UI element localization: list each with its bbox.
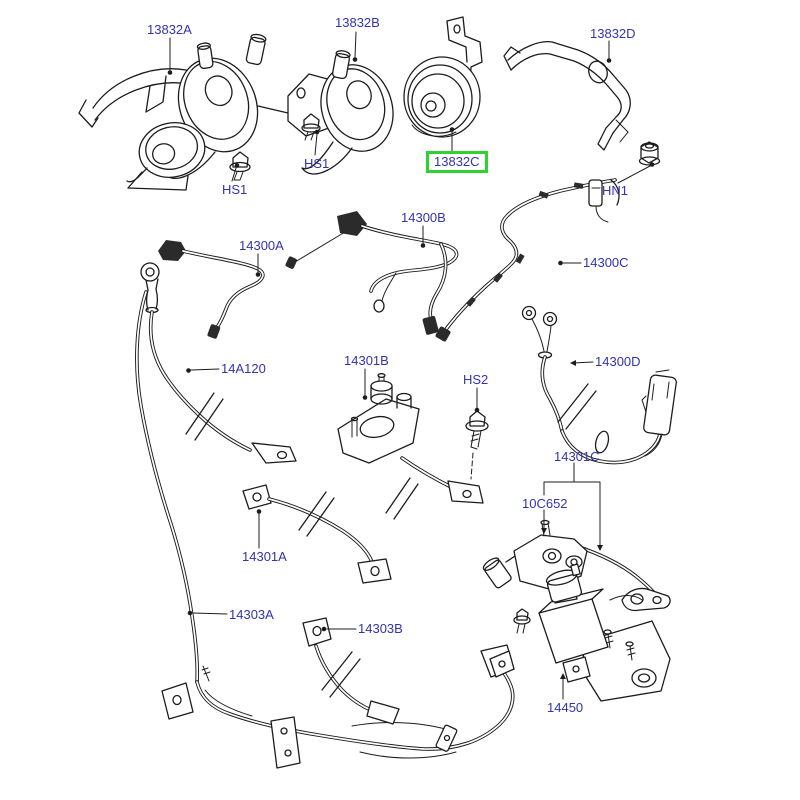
drawing-solenoid-14450 (489, 563, 671, 702)
part-label-10c652[interactable]: 10C652 (522, 496, 568, 511)
part-label-14300b[interactable]: 14300B (401, 210, 446, 225)
part-label-13832a[interactable]: 13832A (147, 22, 192, 37)
drawing-nut-hn1 (638, 141, 661, 166)
part-label-13832c-highlighted[interactable]: 13832C (426, 151, 488, 173)
part-label-14303a[interactable]: 14303A (229, 607, 274, 622)
drawing-bolt-hs1-left (229, 151, 251, 181)
drawing-harness-14300a (158, 240, 265, 339)
drawing-terminal-14301b (337, 373, 484, 520)
part-label-14300a[interactable]: 14300A (239, 238, 284, 253)
drawing-harness-14300c (435, 178, 620, 342)
part-label-14450[interactable]: 14450 (547, 700, 584, 715)
drawing-horn-13832a (78, 33, 267, 191)
part-label-13832d[interactable]: 13832D (590, 26, 636, 41)
drawing-strap-14301a (242, 484, 392, 584)
part-label-hn1[interactable]: HN1 (602, 183, 629, 198)
drawing-harness-14300d (521, 305, 677, 465)
part-label-14303b[interactable]: 14303B (358, 621, 403, 636)
drawing-bolt-hs1-right (301, 113, 321, 141)
drawing-horn-13832b (257, 50, 394, 175)
drawing-bracket-13832d (503, 41, 631, 151)
part-label-14a120[interactable]: 14A120 (221, 361, 266, 376)
part-label-14300c[interactable]: 14300C (583, 255, 629, 270)
drawing-horn-13832c (403, 16, 483, 138)
drawing-cable-14a120 (140, 262, 297, 464)
leader-lines (167, 31, 655, 700)
drawing-strap-14303b (302, 617, 400, 725)
part-label-hs1-right[interactable]: HS1 (304, 156, 330, 171)
part-label-14301b[interactable]: 14301B (344, 353, 389, 368)
part-label-14300d[interactable]: 14300D (595, 354, 641, 369)
part-label-14301a[interactable]: 14301A (242, 549, 287, 564)
drawing-harness-14300b (285, 211, 459, 335)
drawing-bolt-hs2 (465, 410, 489, 480)
drawing-cable-14303a (135, 290, 515, 769)
part-label-hs1-left[interactable]: HS1 (222, 182, 248, 197)
part-label-hs2[interactable]: HS2 (463, 372, 489, 387)
part-label-13832b[interactable]: 13832B (335, 15, 380, 30)
drawing-assembly-14301c (574, 544, 671, 612)
part-label-14301c[interactable]: 14301C (554, 449, 600, 464)
